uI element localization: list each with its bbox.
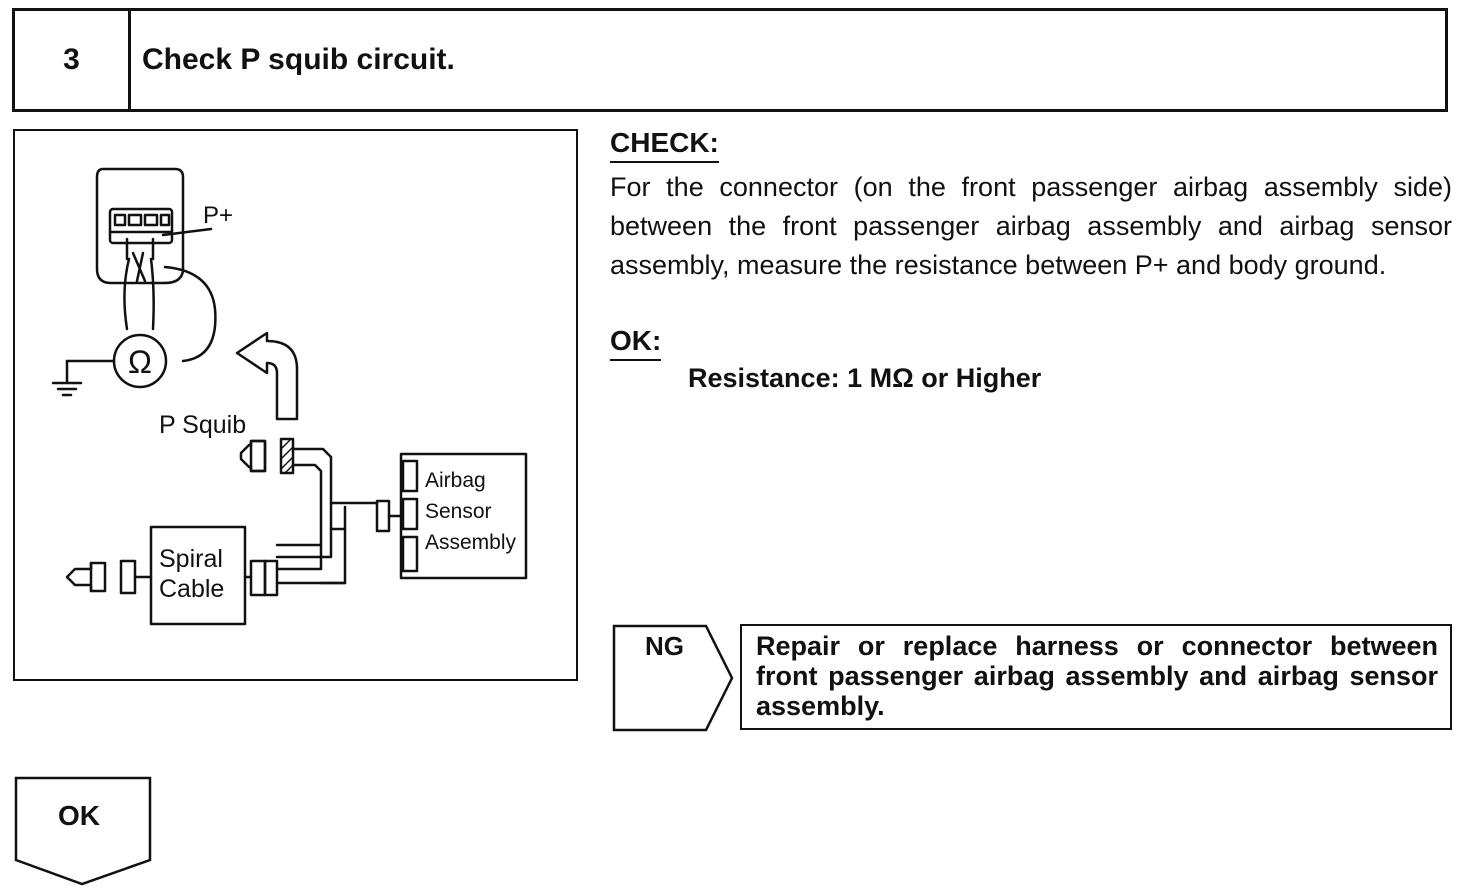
ok-heading: OK: <box>610 325 662 361</box>
spiral-plug-icon <box>65 561 107 593</box>
disconnect-arrow-icon <box>235 331 299 421</box>
check-instructions: For the connector (on the front passenge… <box>610 172 1452 280</box>
resistance-spec: Resistance: 1 MΩ or Higher <box>688 363 1042 393</box>
ng-label: NG <box>645 631 684 661</box>
step-title: Check P squib circuit. <box>142 43 455 76</box>
spiral-cable-label-line1: Spiral <box>159 545 223 573</box>
airbag-sensor-label-line1: Airbag <box>425 469 486 492</box>
diagram-svg: P+ Ω P Squib Airbag Sensor Assembly Spir… <box>51 167 528 626</box>
spiral-cable-label-line2: Cable <box>159 575 224 603</box>
check-heading: CHECK: <box>610 127 719 163</box>
airbag-sensor-label-line2: Sensor <box>425 500 492 523</box>
wiring-diagram: P+ Ω P Squib Airbag Sensor Assembly Spir… <box>13 129 578 681</box>
airbag-sensor-label-line3: Assembly <box>425 531 517 554</box>
p-squib-connector-icon <box>239 439 267 473</box>
step-number: 3 <box>15 11 131 109</box>
spiral-cable-box <box>149 525 247 626</box>
p-plus-label: P+ <box>203 202 233 229</box>
ohm-symbol: Ω <box>128 344 152 380</box>
ok-branch-label: OK <box>58 800 100 831</box>
airbag-connector-icon <box>95 167 185 285</box>
ng-action-box: Repair or replace harness or connector b… <box>740 624 1452 730</box>
ok-tab-shape <box>14 776 152 886</box>
ng-tab-shape <box>612 624 734 732</box>
p-plus-leader-line <box>161 227 213 237</box>
p-squib-label: P Squib <box>159 411 246 439</box>
step-header: 3 Check P squib circuit. <box>12 8 1448 112</box>
